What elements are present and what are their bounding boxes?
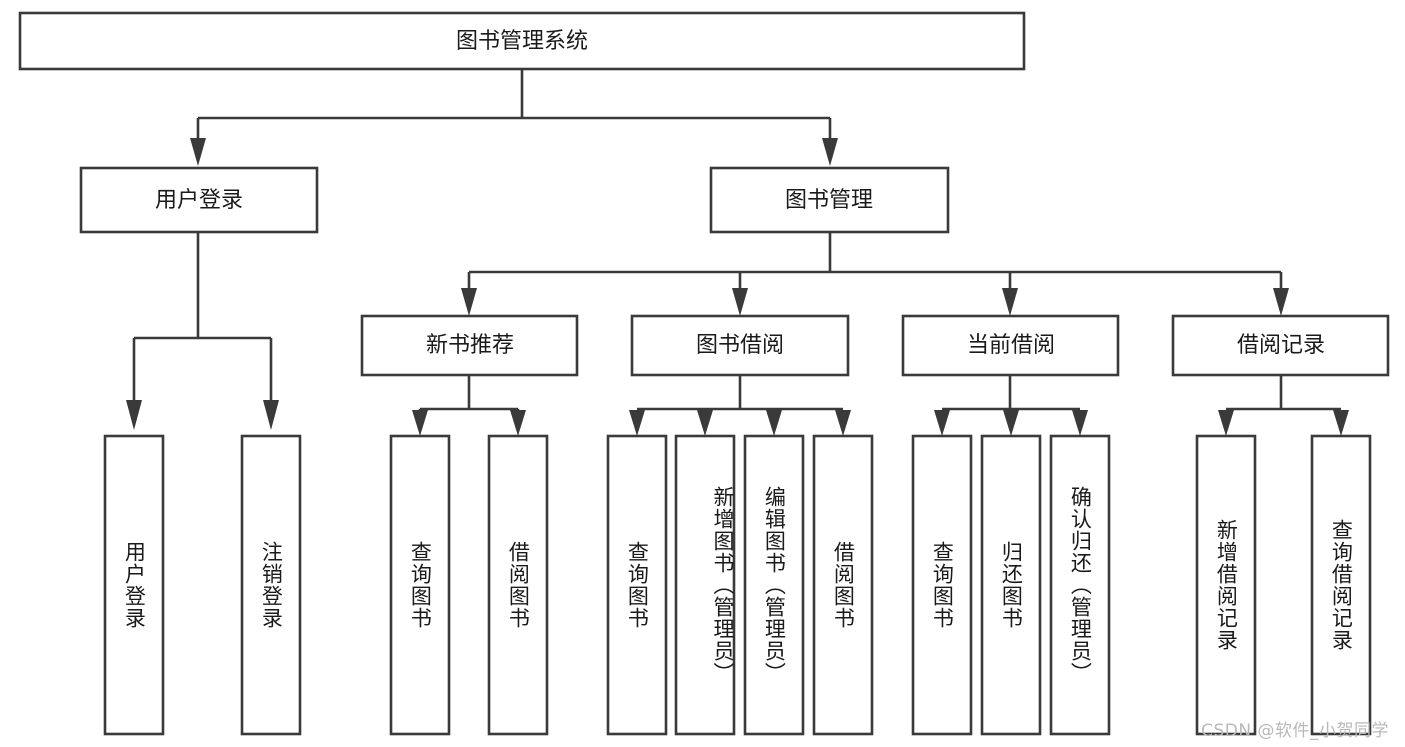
arrowhead-r-add-record [1218,410,1234,436]
arrowhead-leaf-logout [263,400,279,430]
node-box-leaf-query-book-2[interactable] [606,434,668,736]
arrowhead-user-login [190,138,206,166]
connector-group-borrow [629,375,851,436]
node-box-root[interactable] [18,11,1026,71]
node-label-borrow: 图书借阅 [696,333,784,358]
node-box-leaf-query-book-3[interactable] [911,434,973,736]
node-box-leaf-edit-book[interactable] [743,434,805,736]
node-box-new-book[interactable] [360,314,579,377]
node-box-user-login[interactable] [79,166,319,234]
arrowhead-new-book [461,288,477,316]
connector-group-root [190,70,838,166]
node-label-record: 借阅记录 [1237,333,1325,358]
arrowhead-c-return-book [1003,410,1019,436]
arrowhead-b-edit-book [766,410,782,436]
node-label-book-mgmt: 图书管理 [785,188,873,213]
node-box-record[interactable] [1171,314,1390,377]
arrowhead-book-mgmt [822,138,838,166]
arrowhead-record [1273,288,1289,316]
node-box-borrow[interactable] [630,314,850,377]
node-box-book-mgmt[interactable] [709,166,950,234]
node-box-leaf-borrow-book-2[interactable] [812,434,874,736]
connector-group-current [934,375,1088,436]
arrowhead-nb-query-book [412,410,428,436]
node-box-leaf-add-record[interactable] [1195,434,1257,736]
arrowhead-c-query-book [934,410,950,436]
node-box-current[interactable] [901,314,1120,377]
arrowhead-borrow [732,288,748,316]
arrowhead-r-query-record [1333,410,1349,436]
arrowhead-c-confirm-return [1072,410,1088,436]
connector-group-record [1218,375,1349,436]
node-box-leaf-logout[interactable] [240,434,302,736]
watermark-text: CSDN @软件_小贺同学 [1201,721,1389,741]
arrowhead-leaf-user-login [126,400,142,430]
node-box-leaf-add-book[interactable] [674,434,736,736]
node-label-user-login: 用户登录 [155,188,243,213]
node-box-leaf-user-login[interactable] [103,434,165,736]
arrowhead-b-add-book [697,410,713,436]
arrowhead-b-query-book [629,410,645,436]
node-label-new-book: 新书推荐 [426,333,514,358]
arrowhead-current [1002,288,1018,316]
node-box-leaf-query-book-1[interactable] [389,434,451,736]
connector-group-user-login [126,232,279,430]
arrowhead-nb-borrow-book [510,410,526,436]
connector-group-book-mgmt [461,232,1289,316]
node-box-leaf-return-book[interactable] [980,434,1042,736]
node-box-leaf-query-record[interactable] [1310,434,1372,736]
node-label-root: 图书管理系统 [456,29,588,54]
node-box-leaf-borrow-book-1[interactable] [487,434,549,736]
node-box-leaf-confirm-return[interactable] [1049,434,1111,736]
arrowhead-b-borrow-book [835,410,851,436]
node-label-current: 当前借阅 [967,333,1055,358]
connector-group-new-book [412,375,526,436]
